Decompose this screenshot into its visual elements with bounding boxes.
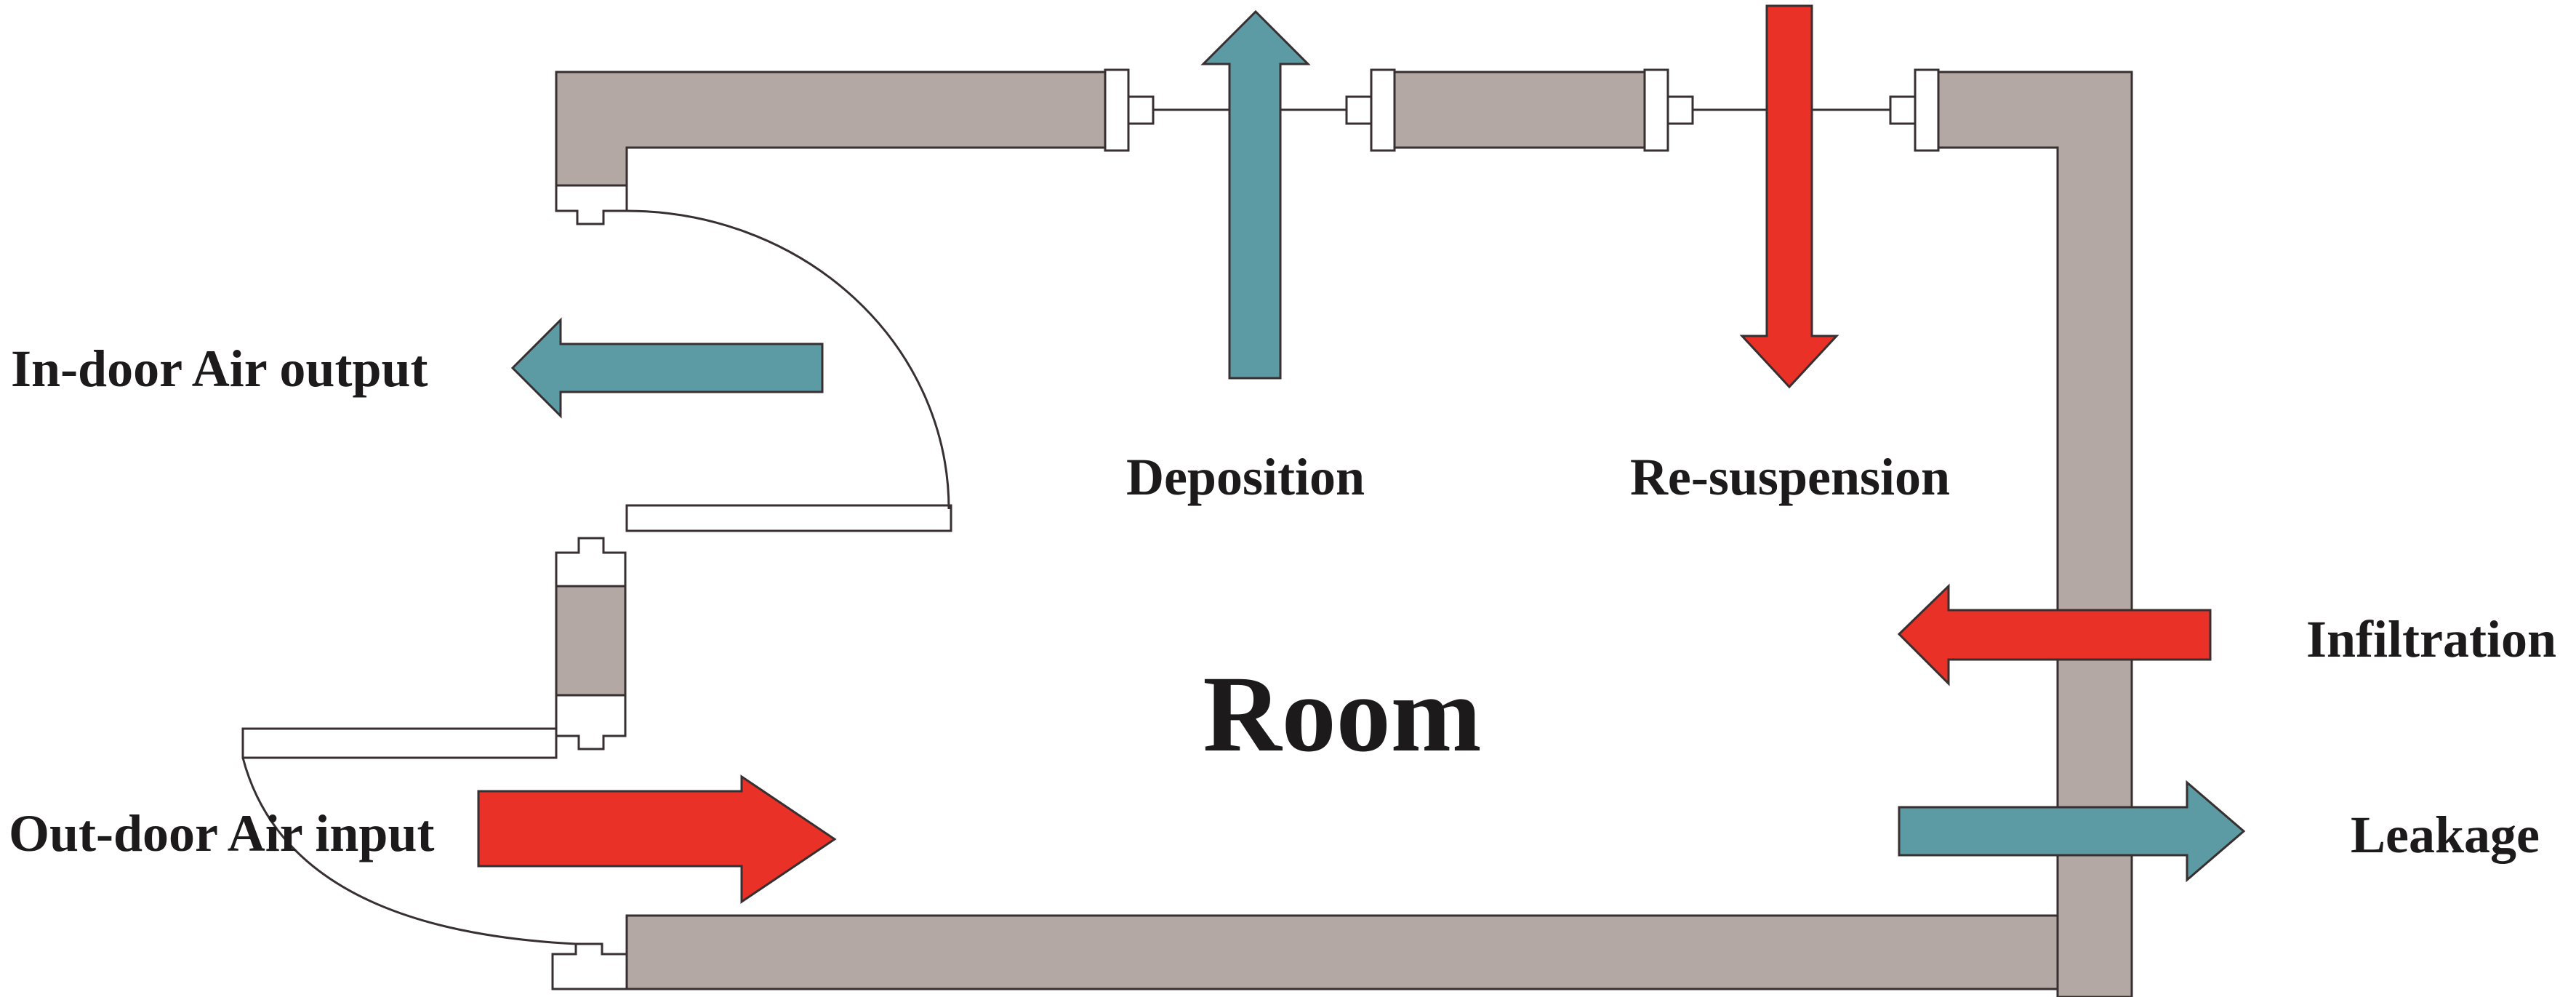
window-tab [1889, 95, 1917, 125]
door-post [555, 585, 627, 697]
room-label: Room [1203, 654, 1481, 774]
door-jamb-post-upper [555, 537, 627, 588]
wall-top-right-and-right [1937, 71, 2133, 997]
window-tab [1666, 95, 1694, 125]
leakage-label: Leakage [2351, 806, 2540, 864]
indoor-air-output-label: In-door Air output [11, 340, 428, 398]
leakage-arrow [1898, 780, 2246, 883]
indoor-air-output-arrow [510, 317, 824, 419]
door-leaf-upper [625, 504, 952, 532]
door-jamb-top [555, 184, 628, 225]
window-cap [1370, 68, 1396, 152]
window-tab [1345, 95, 1373, 125]
outdoor-air-input-arrow [477, 774, 837, 904]
wall-bottom [625, 914, 2059, 990]
resuspension-label: Re-suspension [1630, 448, 1950, 506]
wall-top-left [555, 71, 1107, 187]
resuspension-arrow [1739, 4, 1839, 389]
door-jamb-post-lower [555, 694, 627, 750]
outdoor-air-input-label: Out-door Air input [9, 804, 435, 862]
door-jamb-bottom [551, 942, 628, 990]
wall-top-middle [1393, 71, 1646, 149]
window-cap [1914, 68, 1940, 152]
window-cap [1643, 68, 1669, 152]
infiltration-arrow [1897, 583, 2212, 686]
window-cap [1104, 68, 1130, 152]
window-tab [1127, 95, 1155, 125]
door-swing-arc-lower [241, 757, 577, 945]
deposition-label: Deposition [1126, 448, 1365, 506]
door-leaf-lower [241, 727, 558, 759]
infiltration-label: Infiltration [2306, 610, 2556, 668]
deposition-arrow [1200, 9, 1311, 380]
door-swing-arc-upper [626, 209, 950, 510]
